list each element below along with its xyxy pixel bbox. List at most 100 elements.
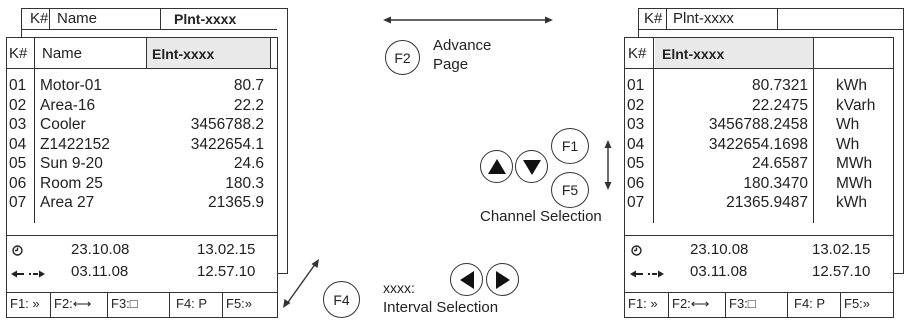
left-header-name: Name xyxy=(42,45,83,62)
list-item: 180.3470 xyxy=(743,174,808,192)
left-header-k: K# xyxy=(9,45,28,62)
right-tab-k-label: K# xyxy=(644,10,663,27)
right-fkey-bar: F1: » F2:⟷ F3:□ F4: P F5:» xyxy=(624,292,894,318)
list-item: 06 xyxy=(9,174,27,192)
list-item: kWh xyxy=(836,77,867,94)
list-item: 80.7321 xyxy=(751,77,808,94)
list-item: 03 xyxy=(627,116,645,133)
triangle-left-icon xyxy=(459,270,474,289)
f2-button[interactable]: F2 xyxy=(385,40,420,75)
left-fkey-bar: F1: » F2:⟷ F3:□ F4: P F5:» xyxy=(6,292,278,318)
clock-icon xyxy=(631,243,642,256)
right-arrow-button[interactable] xyxy=(486,263,519,296)
list-item: kWh xyxy=(836,194,867,211)
left-date-2: 03.11.08 xyxy=(71,263,129,280)
right-header-elnt: Elnt-xxxx xyxy=(662,46,725,62)
list-item: 01 xyxy=(627,77,645,94)
f4-key[interactable]: F4: P xyxy=(794,296,826,311)
list-item: Wh xyxy=(836,135,860,153)
list-item: 06 xyxy=(627,174,645,192)
list-item: 22.2 xyxy=(233,96,264,114)
f2-key[interactable]: F2:⟷ xyxy=(54,296,92,311)
list-item: 3422654.1698 xyxy=(708,135,808,153)
f1-button[interactable]: F1 xyxy=(551,128,589,164)
advance-text-2: Page xyxy=(433,56,469,73)
f1-key[interactable]: F1: » xyxy=(10,296,40,311)
list-item: Motor-01 xyxy=(40,77,103,94)
list-item: 3456788.2 xyxy=(190,116,264,133)
right-value-column: 80.7321 22.2475 3456788.2458 3422654.169… xyxy=(654,76,808,213)
list-item: kVarh xyxy=(836,96,876,114)
list-item: 02 xyxy=(9,96,27,114)
list-item: Z1422152 xyxy=(40,135,110,153)
left-time-1: 13.02.15 xyxy=(197,241,256,258)
list-item: Room 25 xyxy=(40,174,103,192)
list-item: 180.3 xyxy=(225,174,264,192)
f5-key[interactable]: F5:» xyxy=(226,296,253,311)
f4-pointer-arrow xyxy=(282,257,322,309)
triangle-down-icon xyxy=(522,159,541,175)
list-item: 21365.9 xyxy=(207,194,264,211)
left-date-1: 23.10.08 xyxy=(71,241,130,258)
left-k-column: 01 02 03 04 05 06 07 xyxy=(9,76,33,213)
list-item: Area 27 xyxy=(40,194,95,211)
left-header-elnt: Elnt-xxxx xyxy=(152,46,215,62)
right-time-2: 12.57.10 xyxy=(812,263,871,280)
list-item: 24.6 xyxy=(233,155,264,172)
list-item: 07 xyxy=(627,194,645,211)
list-item: 03 xyxy=(9,116,27,133)
f1-key[interactable]: F1: » xyxy=(628,296,658,311)
list-item: Cooler xyxy=(40,116,86,133)
f3-key[interactable]: F3:□ xyxy=(111,296,138,311)
advance-double-arrow xyxy=(383,12,553,24)
right-unit-column: kWh kVarh Wh Wh MWh MWh kWh xyxy=(836,76,896,213)
f4-key[interactable]: F4: P xyxy=(176,296,208,311)
left-main-page xyxy=(6,37,278,318)
list-item: 80.7 xyxy=(233,77,264,94)
up-arrow-button[interactable] xyxy=(480,150,513,183)
list-item: 05 xyxy=(9,155,27,172)
list-item: 22.2475 xyxy=(751,96,808,114)
list-item: 04 xyxy=(9,135,27,153)
down-arrow-button[interactable] xyxy=(515,150,548,183)
left-tab-name-label: Name xyxy=(57,10,98,27)
left-tab-plnt-label: Plnt-xxxx xyxy=(174,11,237,27)
f5-key[interactable]: F5:» xyxy=(844,296,871,311)
clock-icon xyxy=(12,243,23,256)
right-main-page xyxy=(624,37,894,318)
right-date-1: 23.10.08 xyxy=(690,241,749,258)
list-item: 24.6587 xyxy=(751,155,808,172)
list-item: 05 xyxy=(627,155,645,172)
f2-key[interactable]: F2:⟷ xyxy=(672,296,710,311)
interval-arrows-icon xyxy=(629,266,665,278)
list-item: 02 xyxy=(627,96,645,114)
right-header-k: K# xyxy=(628,45,647,62)
triangle-up-icon xyxy=(487,158,506,174)
left-time-2: 12.57.10 xyxy=(197,263,256,280)
right-time-1: 13.02.15 xyxy=(812,241,871,258)
right-k-column: 01 02 03 04 05 06 07 xyxy=(627,76,651,213)
triangle-right-icon xyxy=(495,270,510,289)
list-item: 01 xyxy=(9,77,27,94)
f5-button[interactable]: F5 xyxy=(551,172,589,208)
list-item: 04 xyxy=(627,135,645,153)
right-date-2: 03.11.08 xyxy=(690,263,748,280)
list-item: Area-16 xyxy=(40,96,96,114)
left-tab-k-label: K# xyxy=(30,10,49,27)
left-arrow-button[interactable] xyxy=(450,263,483,296)
f4-button[interactable]: F4 xyxy=(323,281,360,318)
list-item: MWh xyxy=(836,155,873,172)
interval-selection-label: Interval Selection xyxy=(383,299,499,316)
f3-key[interactable]: F3:□ xyxy=(729,296,756,311)
xxxx-label: xxxx: xyxy=(383,280,415,296)
list-item: MWh xyxy=(836,174,873,192)
list-item: Wh xyxy=(836,116,860,133)
list-item: Sun 9-20 xyxy=(40,155,103,172)
vertical-double-arrow xyxy=(603,140,613,190)
left-name-column: Motor-01 Area-16 Cooler Z1422152 Sun 9-2… xyxy=(40,76,150,213)
list-item: 07 xyxy=(9,194,27,211)
list-item: 3456788.2458 xyxy=(708,116,808,133)
channel-selection-label: Channel Selection xyxy=(480,208,602,225)
left-value-column: 80.7 22.2 3456788.2 3422654.1 24.6 180.3… xyxy=(148,76,264,213)
list-item: 3422654.1 xyxy=(190,135,264,153)
